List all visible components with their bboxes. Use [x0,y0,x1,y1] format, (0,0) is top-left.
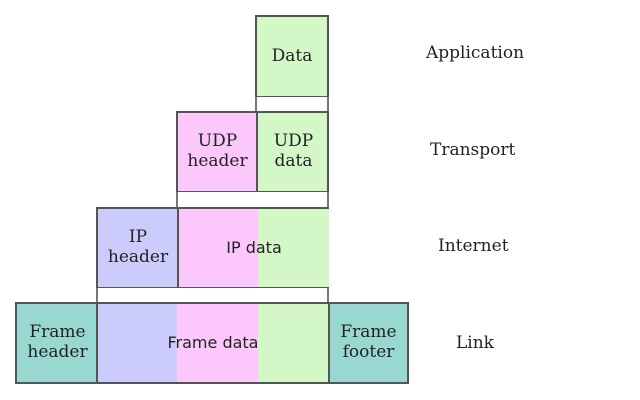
ip-header-line2: header [107,247,169,267]
link-box: Frame header Frame footer Frame data [15,302,409,384]
internet-link-gap [96,288,329,303]
frame-header: Frame header [17,304,98,382]
transport-internet-gap [176,192,329,208]
frame-data-udp-segment [177,304,258,382]
layer-label-application: Application [426,43,525,63]
ip-data-label: IP data [226,237,282,257]
ip-header: IP header [98,209,178,287]
udp-data: UDP data [258,113,329,191]
frame-header-line2: header [27,342,88,362]
internet-box: IP header IP data [96,207,329,289]
ip-header-line1: IP [128,227,148,248]
udp-divider [256,113,258,191]
layer-label-link: Link [456,333,494,353]
application-transport-gap [255,97,329,112]
frame-header-line1: Frame [29,322,86,343]
udp-data-line1: UDP [273,131,314,152]
frame-footer-line2: footer [342,342,395,362]
ip-divider [177,209,179,287]
layer-label-transport: Transport [430,140,516,160]
transport-box: UDP header UDP data [176,111,329,193]
frame-header-divider [96,304,98,382]
udp-header-line1: UDP [197,131,238,152]
udp-data-line2: data [274,151,313,171]
frame-data-label: Frame data [167,332,259,352]
application-data-box: Data [255,15,329,98]
frame-data-app-segment [258,304,329,382]
application-data-label: Data [271,45,313,66]
ip-data-app-segment [258,209,329,287]
frame-footer-divider [328,304,330,382]
udp-header: UDP header [178,113,257,191]
udp-header-line2: header [187,151,248,171]
frame-footer-line1: Frame [340,322,397,343]
frame-footer: Frame footer [330,304,407,382]
layer-label-internet: Internet [438,236,509,256]
